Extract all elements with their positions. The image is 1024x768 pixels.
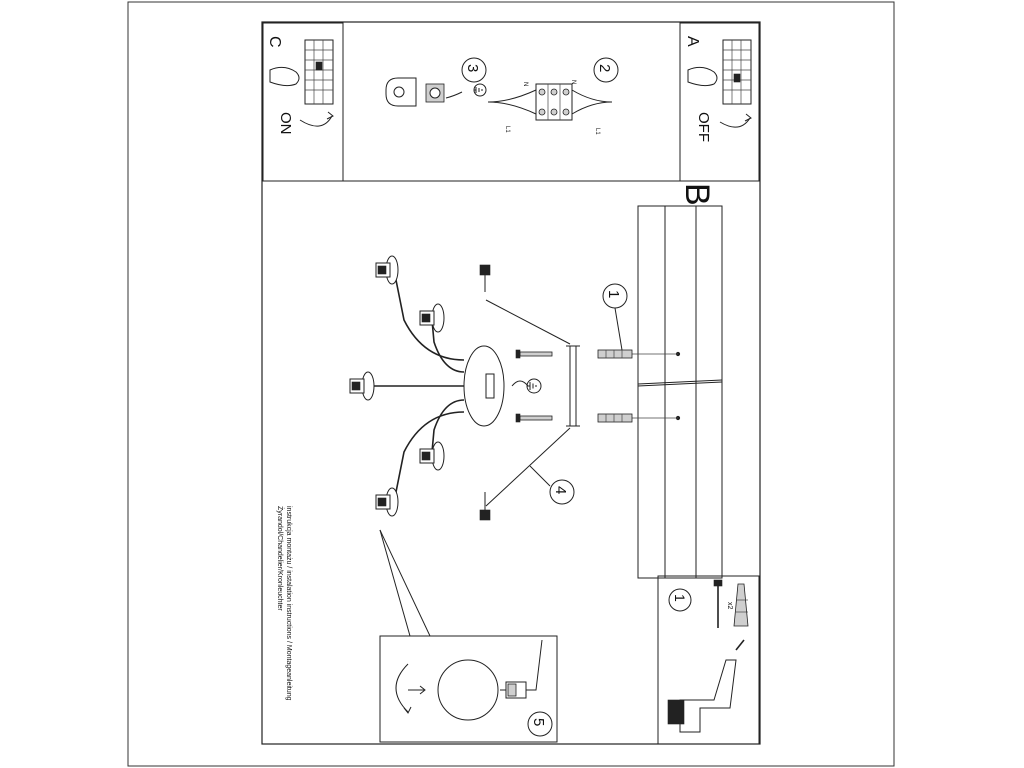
dowel-top xyxy=(597,349,633,359)
arrow-c-icon xyxy=(299,115,333,127)
lamp-4 xyxy=(419,441,445,471)
caption-line-1: instrukcja montażu / instalation instruc… xyxy=(285,506,292,701)
lamp-2 xyxy=(419,303,445,333)
chandelier xyxy=(349,255,505,517)
switch-panel-c-icon xyxy=(304,39,334,105)
arm-1 xyxy=(393,269,465,361)
step-4-group: 4 xyxy=(479,264,575,521)
arrow-a-icon xyxy=(719,117,751,128)
terminal-block-icon xyxy=(535,83,573,121)
panel-a-letter: A xyxy=(684,36,701,47)
arm-4 xyxy=(431,399,465,453)
dowel-icon xyxy=(733,583,749,627)
lamp-1 xyxy=(375,255,399,285)
arm-5 xyxy=(393,411,465,503)
hand-a-icon xyxy=(687,66,718,87)
step-1-group: 1 xyxy=(602,283,628,351)
step-5-panel: 5 xyxy=(379,529,558,743)
step-2-group: 2 N L1 N L1 xyxy=(487,57,619,135)
switch-panel-a-icon xyxy=(722,39,752,105)
wire-left xyxy=(487,89,537,115)
step-5-badge xyxy=(527,711,553,737)
step-4-number: 4 xyxy=(552,486,569,494)
step-4-badge xyxy=(549,479,575,505)
ceiling xyxy=(632,205,723,579)
tools-frame xyxy=(657,575,760,745)
step-3-number: 3 xyxy=(464,64,481,72)
panel-c: C ON xyxy=(262,22,344,182)
step-3-group: 3 xyxy=(385,57,487,107)
screw-bottom xyxy=(515,413,553,423)
drill-icon xyxy=(667,639,745,733)
outer-border xyxy=(127,1,895,767)
step-3-badge xyxy=(461,57,487,83)
ground-symbol-canopy-icon xyxy=(526,378,542,394)
cap-screw-top xyxy=(479,264,491,292)
wire-label-l1-right: L1 xyxy=(594,128,600,135)
caption-line-2: Żyrandol/Chandelier/Kronleuchter xyxy=(276,506,285,611)
ground-symbol-icon xyxy=(473,83,487,97)
panel-c-state: ON xyxy=(277,112,294,135)
mounting-bracket xyxy=(566,345,580,427)
panel-c-letter: C xyxy=(266,36,283,48)
screw-icon xyxy=(713,579,723,628)
arm-2 xyxy=(431,319,465,373)
wire-label-n-left: N xyxy=(522,82,528,86)
wire-label-n-right: N xyxy=(570,80,576,84)
dowel-bottom xyxy=(597,413,633,423)
step-5-frame xyxy=(379,635,558,743)
step-5-number: 5 xyxy=(530,718,547,726)
sheet-border xyxy=(261,21,761,745)
panel-a-state: OFF xyxy=(695,112,712,142)
wire-right xyxy=(571,89,613,115)
step-2-badge xyxy=(593,57,619,83)
lamp-3 xyxy=(349,371,375,401)
step-1-tools-number: 1 xyxy=(672,594,688,602)
lamp-5 xyxy=(375,487,399,517)
step-2-number: 2 xyxy=(596,64,613,72)
rotate-arrow-icon xyxy=(395,663,409,713)
cap-screw-bottom xyxy=(479,492,491,521)
step-1-number: 1 xyxy=(605,290,622,298)
step-1-tools-badge xyxy=(668,588,692,612)
panel-a: A OFF xyxy=(679,22,760,182)
hand-c-icon xyxy=(269,66,300,87)
wire-label-l1-left: L1 xyxy=(504,126,510,133)
screw-top xyxy=(515,349,553,359)
kit-quantity: x2 xyxy=(726,602,733,610)
tools-panel: 1 x2 xyxy=(657,575,760,745)
panel-b-letter: B xyxy=(678,183,716,206)
bulb-globe xyxy=(437,659,499,721)
